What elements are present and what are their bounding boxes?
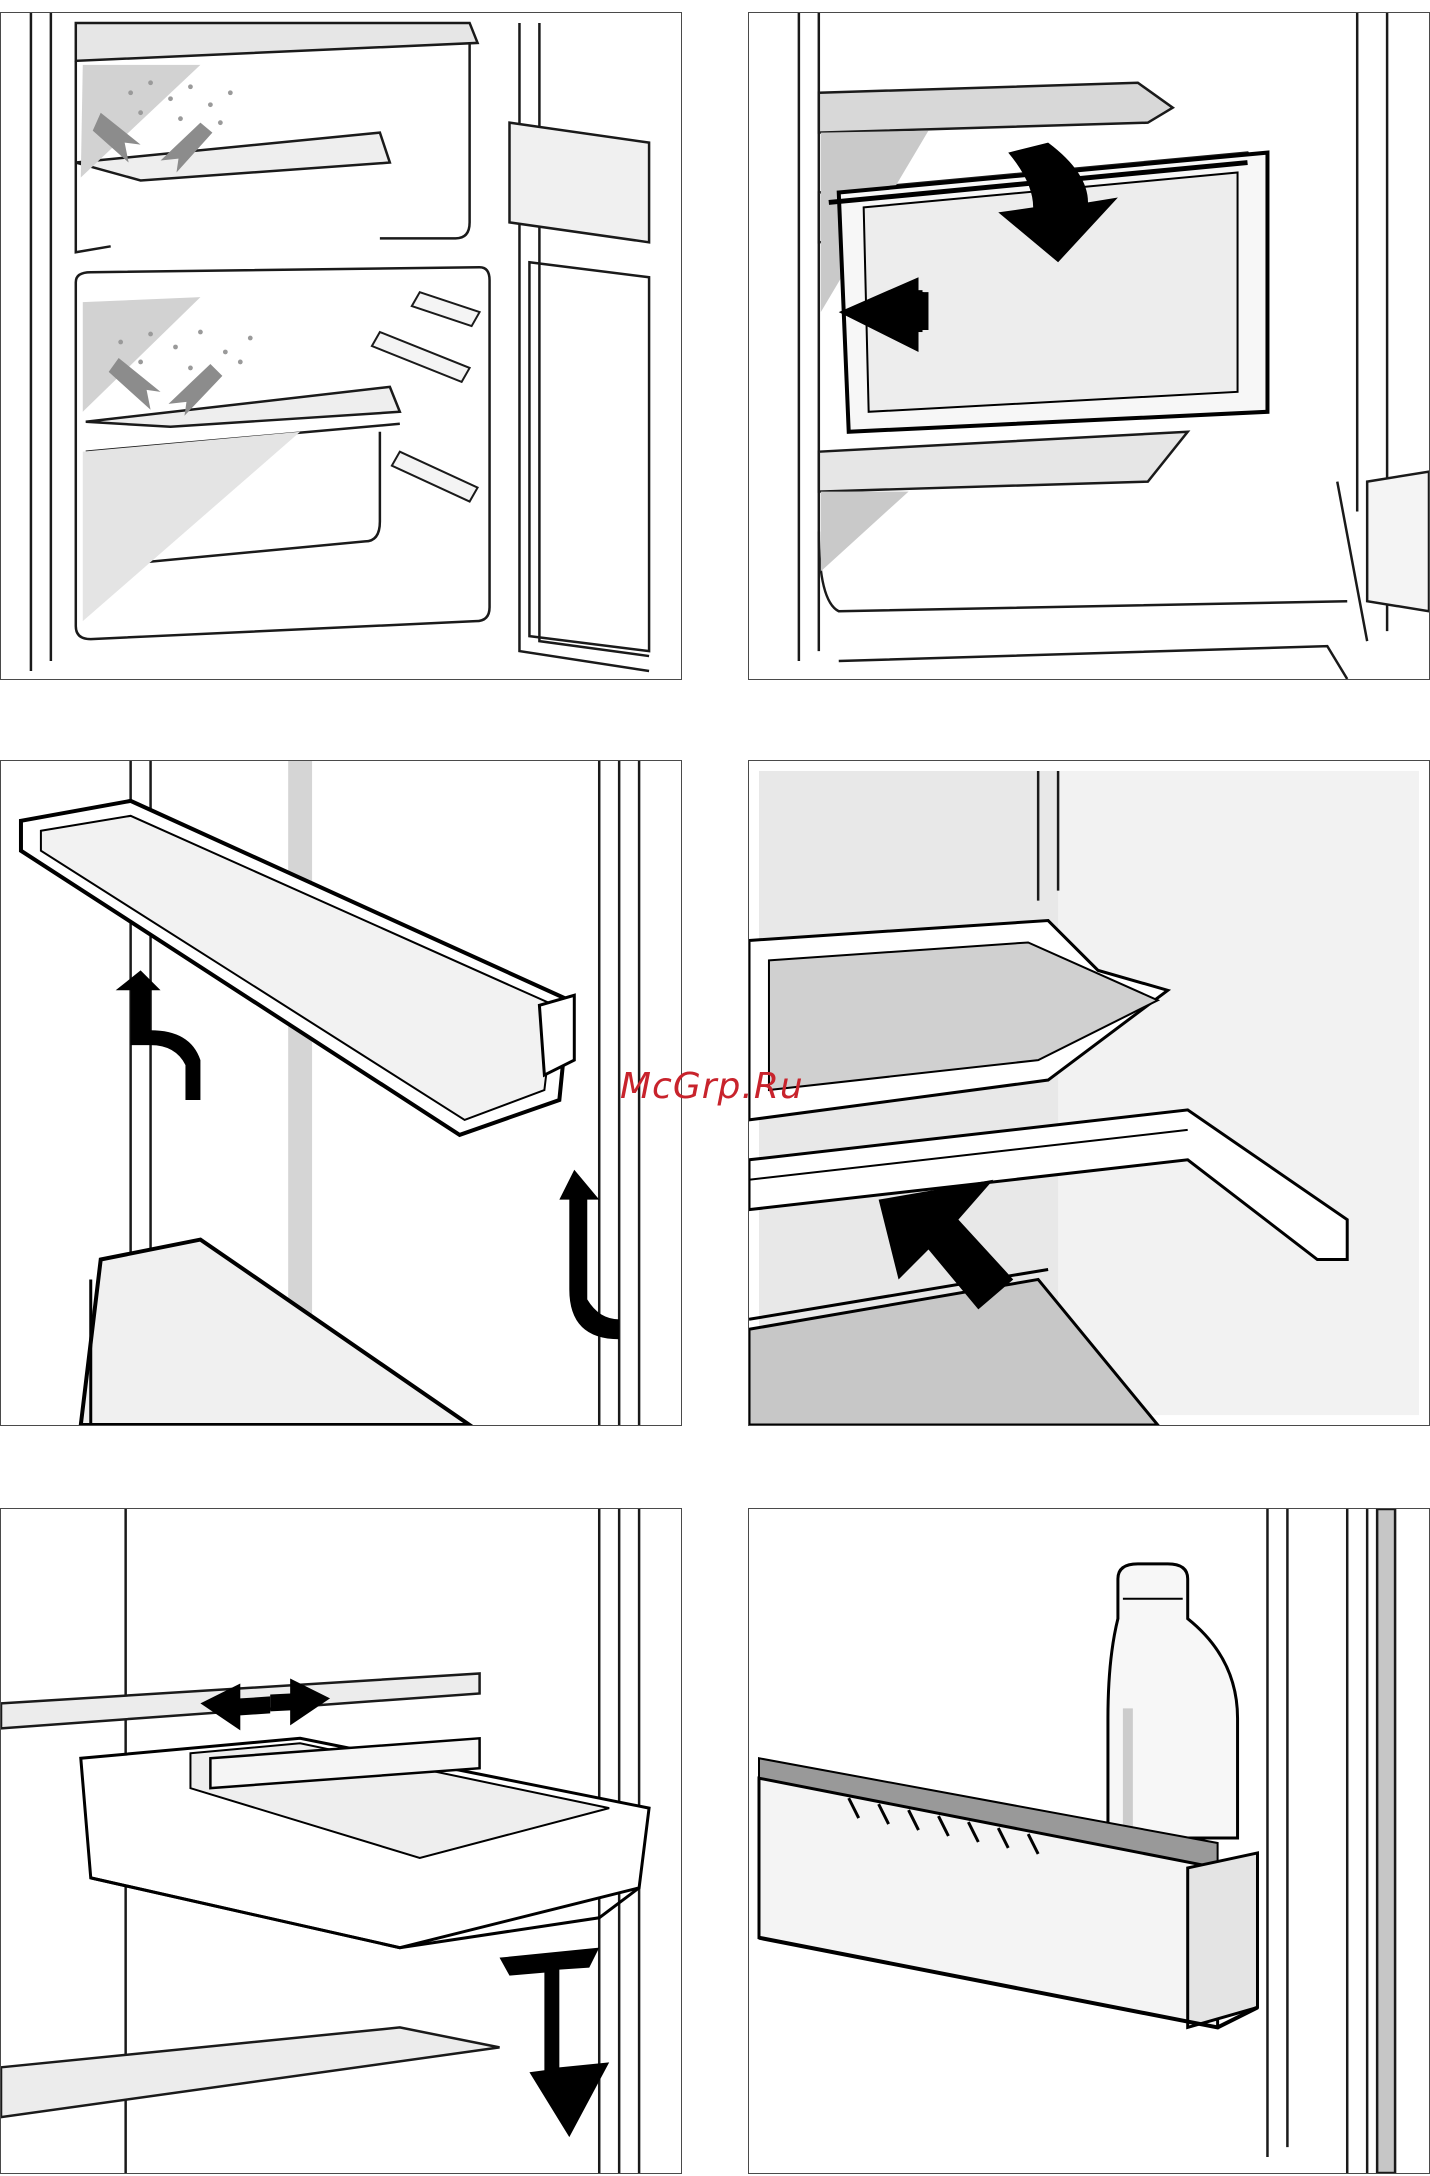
panel-bottle-holder bbox=[748, 1508, 1430, 2174]
panel-door-shelf-lift bbox=[0, 760, 682, 1426]
watermark-text: McGrp.Ru bbox=[620, 1066, 804, 1107]
panel-condensation-drain bbox=[0, 12, 682, 680]
panel-sliding-tray bbox=[0, 1508, 682, 2174]
fridge-interior-icon bbox=[1, 13, 681, 679]
bottle-icon bbox=[1108, 1564, 1238, 1838]
sliding-tray-icon bbox=[81, 1738, 649, 1947]
panel-glass-shelf-insert bbox=[748, 760, 1430, 1426]
arrow-down-icon bbox=[500, 1948, 610, 2137]
panel-remove-drawer bbox=[748, 12, 1430, 680]
